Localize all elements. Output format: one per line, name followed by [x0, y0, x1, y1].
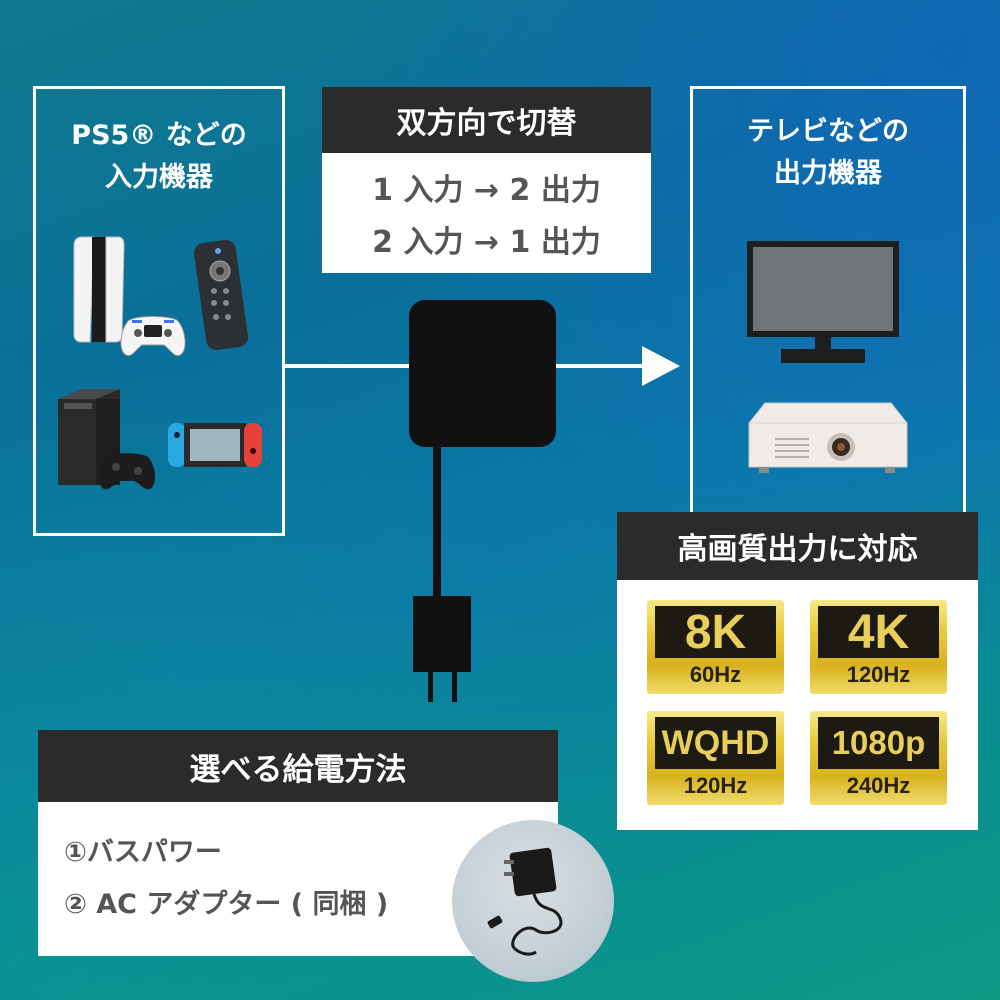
- quality-badges: 8K 60Hz 4K 120Hz WQHD 120Hz 1080p 240Hz: [617, 580, 978, 830]
- badge-wqhd: WQHD 120Hz: [647, 711, 784, 805]
- quality-heading: 高画質出力に対応: [617, 512, 978, 580]
- plug-prong-right: [452, 670, 457, 702]
- badge-8k-resolution: 8K: [655, 606, 776, 659]
- badge-4k-refresh: 120Hz: [846, 662, 911, 687]
- input-title-line1: PS5® などの: [71, 120, 247, 151]
- badge-1080p-refresh: 240Hz: [846, 773, 911, 798]
- output-title-line1: テレビなどの: [747, 116, 909, 147]
- badge-8k-refresh: 60Hz: [689, 662, 742, 687]
- input-title-line2: 入力機器: [105, 162, 213, 193]
- badge-1080p-resolution: 1080p: [818, 717, 939, 769]
- switching-heading: 双方向で切替: [322, 87, 651, 153]
- badge-wqhd-resolution: WQHD: [655, 717, 776, 769]
- power-option-bus: ①バスパワー: [64, 837, 222, 868]
- badge-4k-resolution: 4K: [818, 606, 939, 659]
- badge-wqhd-refresh: 120Hz: [683, 773, 748, 798]
- badge-1080p: 1080p 240Hz: [810, 711, 947, 805]
- input-devices-box: PS5® などの 入力機器: [33, 86, 285, 536]
- switching-line-2: 2 入力 → 1 出力: [372, 225, 601, 260]
- ac-adapter-image: [452, 820, 614, 982]
- badge-4k: 4K 120Hz: [810, 600, 947, 694]
- switching-details: 1 入力 → 2 出力 2 入力 → 1 出力: [322, 153, 651, 273]
- output-devices-box: テレビなどの 出力機器: [690, 86, 966, 526]
- streaming-remote-icon: [194, 239, 249, 351]
- power-option-ac: ② AC アダプター ( 同梱 ): [64, 889, 389, 920]
- power-heading: 選べる給電方法: [38, 730, 558, 802]
- input-box-title: PS5® などの 入力機器: [36, 115, 282, 199]
- arrow-right-icon: [642, 346, 680, 386]
- output-title-line2: 出力機器: [774, 158, 882, 189]
- output-box-title: テレビなどの 出力機器: [693, 111, 963, 195]
- plug-prong-left: [428, 670, 433, 702]
- badge-8k: 8K 60Hz: [647, 600, 784, 694]
- ac-adapter-icon: [487, 847, 563, 956]
- switching-line-1: 1 入力 → 2 出力: [372, 173, 601, 208]
- usb-plug: [413, 596, 471, 672]
- game-controller-icon: [98, 453, 156, 490]
- switch-device: [409, 300, 556, 447]
- projector-icon: [748, 402, 908, 473]
- handheld-console-icon: [168, 423, 262, 467]
- ps5-console-icon: [73, 236, 125, 343]
- connection-line-right: [554, 364, 644, 368]
- monitor-icon: [747, 241, 899, 363]
- ps5-controller-icon: [120, 316, 186, 357]
- connection-line-left: [285, 364, 411, 368]
- power-cable: [433, 445, 441, 600]
